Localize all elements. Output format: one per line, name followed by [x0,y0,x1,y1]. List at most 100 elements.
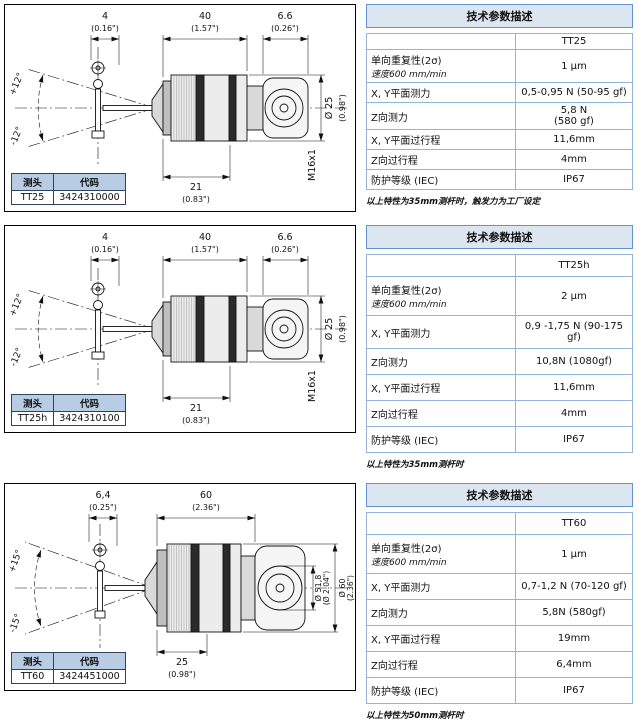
spec-value: 5,8N (580gf) [514,599,634,626]
dim-diameter-mm: Ø 25 [324,318,335,341]
spec-label: Z向过行程 [366,651,516,678]
dim-diameter-mm: Ø 25 [324,97,335,120]
spec-label: 防护等级 (IEC) [366,426,516,453]
thread-label: M16x1 [307,370,318,402]
spec-label: Z向过行程 [366,149,516,170]
code-table-header-code: 代码 [53,652,126,670]
dim-outer-diameter-in: (2.36") [346,575,355,601]
spec-label: 单向重复性(2σ)速度600 mm/min [366,534,516,574]
dim-front-in: (0.16") [91,24,119,33]
spec-footnote: 以上特性为50mm测杆时 [366,711,464,721]
spec-label: 单向重复性(2σ)速度600 mm/min [366,49,516,83]
tt25h-spec-table: TT25h 单向重复性(2σ)速度600 mm/min 2 μm X, Y平面测… [366,254,634,453]
spec-sublabel: 速度600 mm/min [371,558,447,568]
section-tt25h: 4 (0.16") 40 (1.57") 6.6 (0.26") 21 (0.8… [4,225,634,470]
spec-label: 防护等级 (IEC) [366,677,516,704]
spec-model: TT60 [514,512,634,535]
section-tt25: 4 (0.16") 40 (1.57") 6.6 (0.26") 21 (0.8… [4,4,634,212]
angle-down-label: -12° [9,346,25,368]
spec-sublabel: 速度600 mm/min [371,300,447,310]
spec-model: TT25 [514,33,634,50]
spec-label: X, Y平面测力 [366,315,516,349]
angle-up-label: +15° [7,549,24,575]
dim-outer-diameter-mm: Ø 60 [337,578,347,597]
spec-label: Z向过行程 [366,400,516,427]
spec-value: IP67 [514,426,634,453]
spec-value: 2 μm [514,276,634,316]
angle-up-label: +12° [8,292,26,318]
spec-label: X, Y平面过行程 [366,129,516,150]
dim-body-mm: 60 [200,490,212,501]
dim-body-mm: 40 [199,11,211,22]
dimension-lines [90,35,325,181]
dim-bottom-in: (0.98") [168,670,196,679]
code-table-header-code: 代码 [53,173,126,191]
spec-sublabel: 速度600 mm/min [371,70,447,80]
code-table-header-code: 代码 [53,394,126,412]
spec-label: X, Y平面测力 [366,82,516,103]
spec-label: X, Y平面过行程 [366,625,516,652]
tt25h-code-table: 测头 代码 TT25h 3424310100 [11,394,126,426]
dim-front-in: (0.16") [91,245,119,254]
dim-bottom-mm: 21 [190,182,202,193]
code-table-model: TT25 [11,190,54,205]
spec-empty-cell [366,33,516,50]
spec-value: 6,4mm [514,651,634,678]
dim-front-in: (0.25") [89,503,117,512]
spec-value: 4mm [514,400,634,427]
spec-title: 技术参数描述 [366,483,633,507]
spec-label: X, Y平面过行程 [366,374,516,401]
spec-value: 11,6mm [514,374,634,401]
spec-value: 1 μm [514,49,634,83]
spec-value: IP67 [514,169,634,190]
angle-down-label: -15° [8,613,24,634]
dim-body-in: (1.57") [191,24,219,33]
tt25h-diagram: 4 (0.16") 40 (1.57") 6.6 (0.26") 21 (0.8… [8,232,347,425]
spec-value: IP67 [514,677,634,704]
dim-diameter-in: (0.98") [338,315,347,343]
tt60-diagram: 6,4 (0.25") 60 (2.36") 25 (0.98") Ø 51,8… [7,490,355,679]
tt25-spec-panel: 技术参数描述 TT25 单向重复性(2σ)速度600 mm/min 1 μm X… [366,4,634,212]
tt25h-drawing-box: 4 (0.16") 40 (1.57") 6.6 (0.26") 21 (0.8… [4,225,356,433]
spec-label: Z向测力 [366,599,516,626]
tt60-code-table: 测头 代码 TT60 3424451000 [11,652,126,684]
spec-label: Z向测力 [366,348,516,375]
angle-up-label: +12° [8,71,26,97]
dim-rear-in: (0.26") [271,245,299,254]
spec-value: 4mm [514,149,634,170]
probe-body [90,281,309,363]
spec-empty-cell [366,512,516,535]
tt25-drawing-box: 4 (0.16") 40 (1.57") 6.6 (0.26") 21 (0.8… [4,4,356,212]
spec-footnote: 以上特性为35mm测杆时 [366,460,464,470]
spec-value: 19mm [514,625,634,652]
tt25-code-table: 测头 代码 TT25 3424310000 [11,173,126,205]
code-table-code: 3424310000 [53,190,126,205]
dim-bottom-mm: 21 [190,403,202,414]
code-table-header-probe: 测头 [11,173,54,191]
code-table-model: TT25h [11,411,54,426]
spec-footnote: 以上特性为35mm测杆时，触发力为工厂设定 [366,197,541,207]
dim-bottom-in: (0.83") [182,416,210,425]
dim-bottom-mm: 25 [176,657,188,668]
spec-value: 1 μm [514,534,634,574]
tt25h-spec-panel: 技术参数描述 TT25h 单向重复性(2σ)速度600 mm/min 2 μm … [366,225,634,470]
dim-inner-diameter-in: (Ø 2.04") [322,571,331,605]
angle-down-label: -12° [9,125,25,147]
dim-front-mm: 4 [102,11,108,22]
spec-label: 单向重复性(2σ)速度600 mm/min [366,276,516,316]
dim-rear-mm: 6.6 [277,232,292,243]
spec-value: 10,8N (1080gf) [514,348,634,375]
code-table-model: TT60 [11,669,54,684]
tt60-drawing-box: 6,4 (0.25") 60 (2.36") 25 (0.98") Ø 51,8… [4,483,356,691]
tt25-spec-table: TT25 单向重复性(2σ)速度600 mm/min 1 μm X, Y平面测力… [366,33,634,190]
code-table-header-probe: 测头 [11,394,54,412]
spec-value: 0,5-0,95 N (50-95 gf) [514,82,634,103]
dim-body-mm: 40 [199,232,211,243]
dim-rear-mm: 6.6 [277,11,292,22]
probe-body [92,542,306,633]
spec-model: TT25h [514,254,634,277]
spec-value: 11,6mm [514,129,634,150]
dim-front-mm: 6,4 [95,490,110,501]
dimension-lines [90,256,325,402]
spec-label: X, Y平面测力 [366,573,516,600]
